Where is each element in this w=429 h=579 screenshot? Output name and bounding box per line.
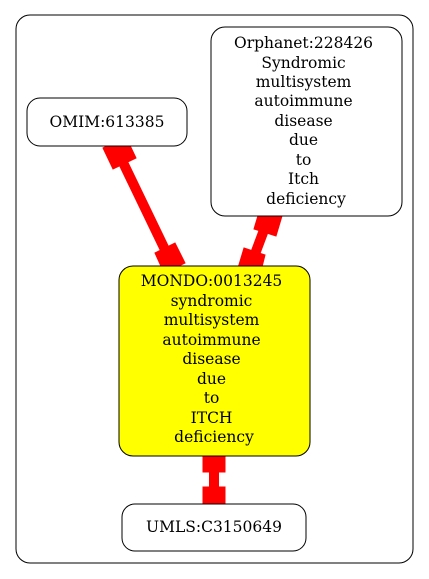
node-omim-box [26,97,188,147]
edge-omim-mondo-line [112,147,174,261]
node-mondo-label: MONDO:0013245 syndromic multisystem auto… [141,272,287,446]
node-omim-label: OMIM:613385 [50,113,165,131]
node-orphanet[interactable]: Orphanet:228426 Syndromic multisystem au… [210,26,403,217]
node-orphanet-label: Orphanet:228426 Syndromic multisystem au… [234,34,378,208]
node-umls[interactable]: UMLS:C3150649 [121,503,307,552]
node-umls-label: UMLS:C3150649 [146,518,282,536]
node-umls-box [121,503,307,552]
node-omim[interactable]: OMIM:613385 [26,97,188,147]
node-mondo[interactable]: MONDO:0013245 syndromic multisystem auto… [118,265,311,457]
node-orphanet-box [210,26,403,217]
node-mondo-box [118,265,311,457]
